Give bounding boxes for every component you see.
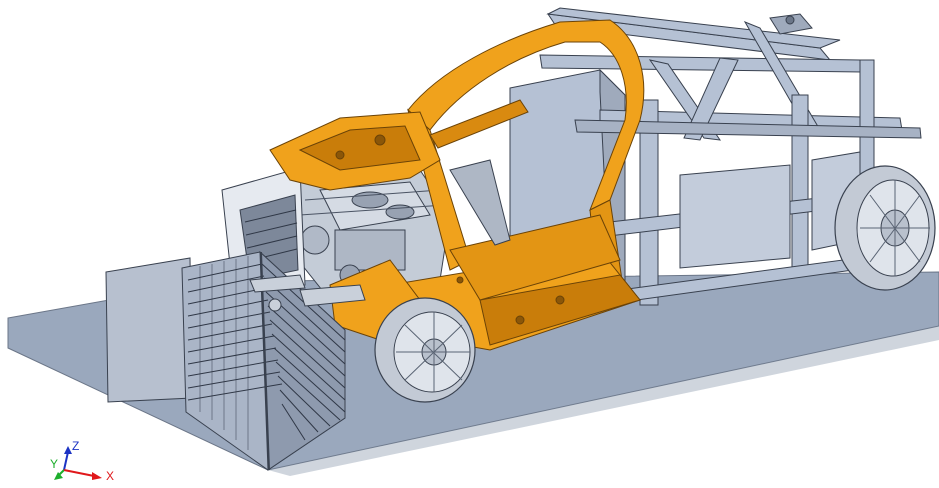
engine-assembly[interactable] — [289, 169, 451, 301]
coordinate-triad-icon: Z Y X — [50, 440, 114, 483]
ground-plane-shade — [268, 326, 939, 476]
triad-x-label: X — [106, 469, 114, 483]
triad-z-label: Z — [72, 440, 79, 453]
rear-wheel[interactable] — [834, 165, 936, 291]
steering-column — [449, 159, 511, 246]
front-suspension — [249, 274, 366, 312]
front-wheel[interactable] — [374, 297, 476, 403]
triad-y-label: Y — [50, 457, 58, 471]
